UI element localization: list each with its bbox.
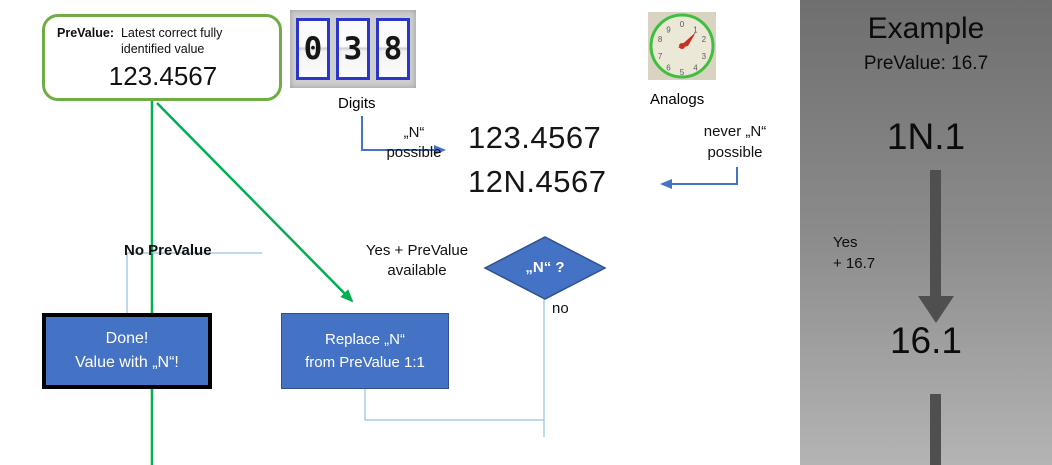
counter-digit: 0 [296, 18, 330, 80]
decision-label: „N“ ? [525, 259, 565, 276]
connector-replace-out [364, 389, 544, 421]
analogs-branch-arrow [660, 167, 738, 189]
never-n-label: never „N“ possible [703, 123, 767, 161]
done-box: Done! Value with „N“! [42, 313, 212, 389]
svg-text:0: 0 [680, 20, 685, 29]
value-with-n: 12N.4567 [468, 164, 607, 199]
example-prevalue: PreValue: 16.7 [863, 53, 989, 74]
example-value-before: 1N.1 [886, 116, 966, 157]
n-possible-label: „N“ possible [386, 124, 442, 161]
svg-text:4: 4 [693, 64, 698, 73]
svg-text:2: 2 [702, 35, 707, 44]
example-panel: Example PreValue: 16.7 1N.1 Yes + 16.7 1… [800, 0, 1052, 465]
replace-box: Replace „N“ from PreValue 1:1 [281, 313, 449, 389]
value-original: 123.4567 [468, 120, 602, 155]
digit-counter-image: 0 3 8 [290, 10, 416, 88]
svg-text:1: 1 [693, 25, 698, 34]
example-value-after: 16.1 [889, 320, 962, 361]
analogs-caption: Analogs [650, 91, 705, 108]
prevalue-box: PreValue: Latest correct fully identifie… [42, 14, 282, 101]
green-arrow-to-replace [156, 102, 354, 303]
digits-caption: Digits [338, 95, 376, 112]
analog-gauge-image: 0 1 2 3 4 5 6 7 8 9 [648, 12, 716, 80]
gauge-hub [679, 43, 685, 49]
counter-digit: 3 [336, 18, 370, 80]
down-arrow-head-icon [918, 296, 954, 323]
no-branch-label: no [552, 300, 569, 317]
down-arrow-icon [930, 394, 941, 465]
down-arrow-icon [930, 170, 941, 296]
svg-text:5: 5 [680, 68, 685, 77]
no-prevalue-label: No PreValue [124, 242, 212, 259]
prevalue-description: Latest correct fully identified value [120, 26, 223, 57]
example-yes-label: Yes + 16.7 [833, 234, 876, 272]
svg-text:8: 8 [658, 35, 663, 44]
example-title: Example [867, 12, 985, 45]
svg-text:7: 7 [658, 52, 663, 61]
counter-digit: 8 [376, 18, 410, 80]
yes-branch-label: Yes + PreValue available [365, 242, 469, 279]
svg-text:9: 9 [666, 25, 671, 34]
prevalue-value: 123.4567 [108, 60, 218, 91]
svg-text:3: 3 [702, 52, 707, 61]
prevalue-label: PreValue: [57, 26, 114, 40]
svg-text:6: 6 [666, 64, 671, 73]
